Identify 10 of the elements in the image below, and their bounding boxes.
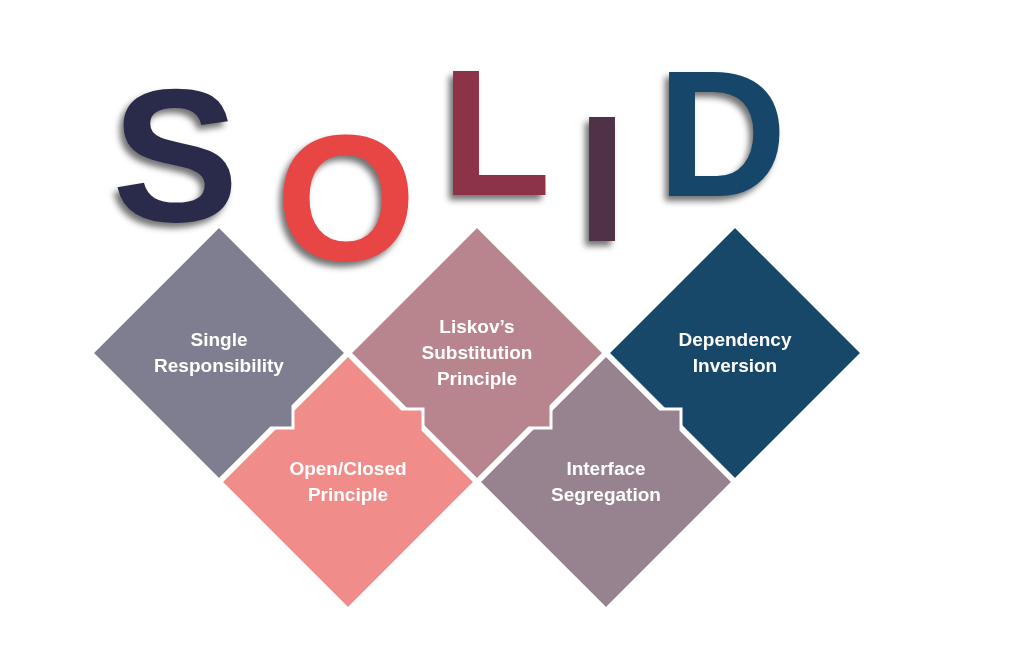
initial-letter: O xyxy=(276,126,416,270)
initial-letter: L xyxy=(441,61,551,205)
principle-label: Interface Segregation xyxy=(550,457,662,507)
principle-label: Single Responsibility xyxy=(153,328,285,378)
principle-label: Liskov’s Substitution Principle xyxy=(421,315,533,391)
principle-label: Open/Closed Principle xyxy=(288,457,408,507)
principle-label: Dependency Inversion xyxy=(678,328,792,378)
initial-letter: D xyxy=(657,62,787,206)
initial-letter: I xyxy=(577,107,627,251)
initial-letter: S xyxy=(112,79,239,231)
